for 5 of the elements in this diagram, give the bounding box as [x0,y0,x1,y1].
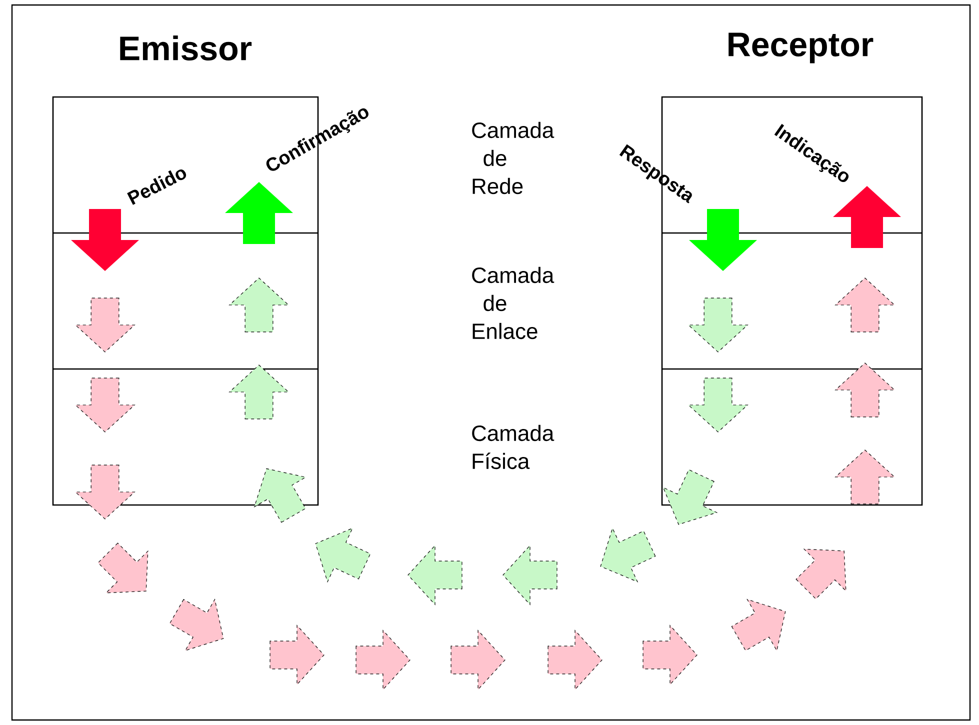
layer-label: Camada de Rede [472,122,554,194]
stack-heading: Emissor [120,36,252,60]
stack-heading: Receptor [728,32,874,64]
layer-label: Camada de Enlace [472,266,554,340]
layer-label: Camada Física [472,424,554,470]
